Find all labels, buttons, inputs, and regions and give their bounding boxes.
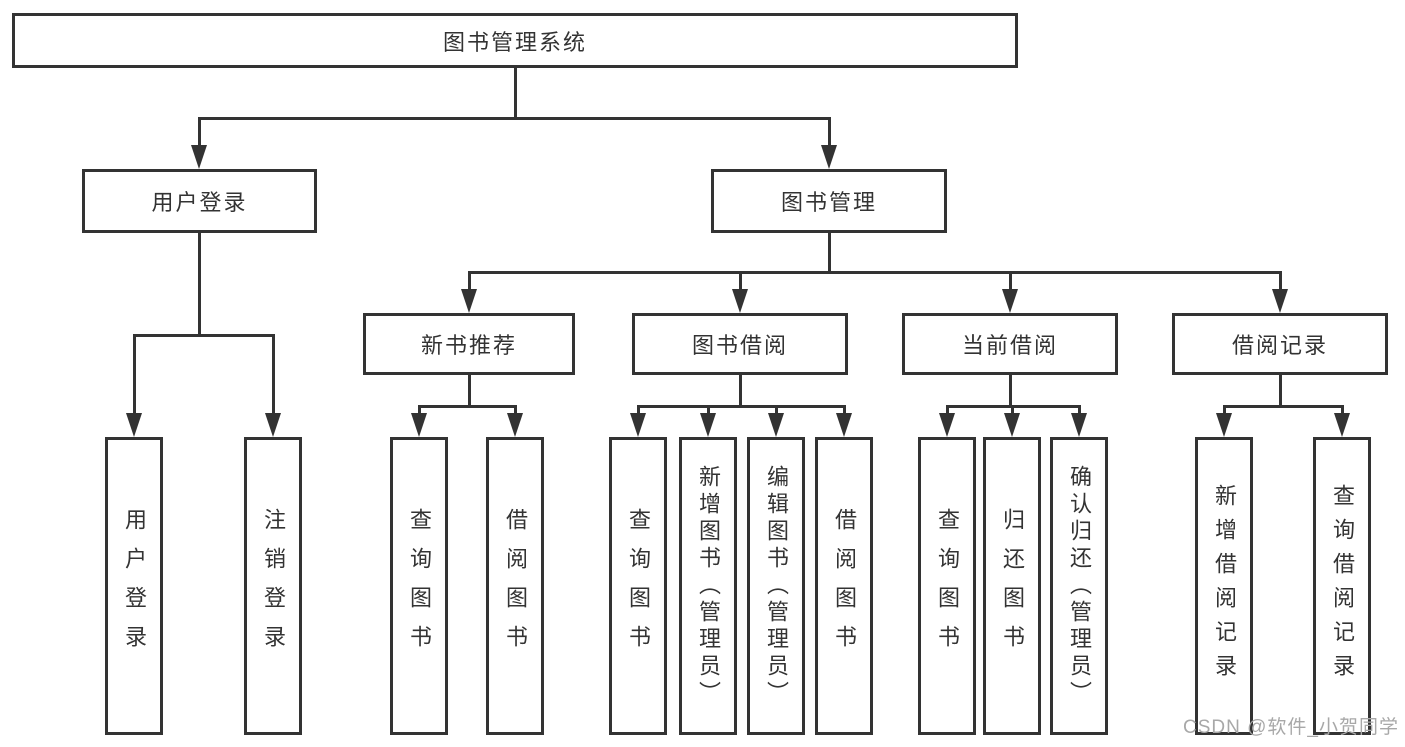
arrowhead-down-icon (836, 413, 852, 437)
node-book-borrow: 图书借阅 (632, 313, 848, 375)
connector-line (1008, 272, 1012, 291)
node-label: 查询图书 (626, 508, 651, 664)
leaf-current-confirm-return-admin: 确认归还（管理员） (1050, 437, 1108, 735)
arrowhead-down-icon (1216, 413, 1232, 437)
node-label: 图书管理 (780, 190, 877, 215)
node-label: 借阅图书 (832, 508, 857, 664)
connector-line (467, 272, 471, 291)
connector-line (738, 375, 742, 408)
connector-line (774, 406, 778, 415)
arrowhead-down-icon (821, 145, 837, 169)
node-label: 查询图书 (935, 508, 960, 664)
leaf-borrow-borrow-books: 借阅图书 (815, 437, 873, 735)
arrowhead-down-icon (191, 145, 207, 169)
connector-line (1278, 375, 1282, 408)
node-label: 查询借阅记录 (1330, 484, 1355, 688)
connector-line (827, 233, 831, 274)
leaf-current-query-books: 查询图书 (918, 437, 976, 735)
connector-line (738, 272, 742, 291)
leaf-borrow-edit-books-admin: 编辑图书（管理员） (747, 437, 805, 735)
connector-line (197, 116, 831, 120)
connector-line (827, 118, 831, 147)
node-label: 新书推荐 (420, 333, 517, 358)
leaf-records-add-borrow-record: 新增借阅记录 (1195, 437, 1253, 735)
node-book-management: 图书管理 (711, 169, 947, 233)
node-label: 新增图书（管理员） (696, 464, 721, 708)
connector-line (417, 404, 517, 408)
node-label: 归还图书 (1000, 508, 1025, 664)
arrowhead-down-icon (1002, 289, 1018, 313)
connector-line (1278, 272, 1282, 291)
node-current-borrow: 当前借阅 (902, 313, 1118, 375)
node-label: 用户登录 (122, 508, 147, 664)
connector-line (132, 333, 275, 337)
node-borrow-records: 借阅记录 (1172, 313, 1388, 375)
arrowhead-down-icon (411, 413, 427, 437)
arrowhead-down-icon (1272, 289, 1288, 313)
node-label: 查询图书 (407, 508, 432, 664)
leaf-recommend-query-books: 查询图书 (390, 437, 448, 735)
arrowhead-down-icon (939, 413, 955, 437)
node-label: 图书借阅 (691, 333, 788, 358)
connector-line (467, 270, 1282, 274)
node-label: 注销登录 (261, 508, 286, 664)
node-label: 新增借阅记录 (1212, 484, 1237, 688)
connector-line (467, 375, 471, 408)
connector-line (197, 118, 201, 147)
node-label: 借阅记录 (1231, 333, 1328, 358)
connector-line (842, 406, 846, 415)
connector-line (1008, 375, 1012, 408)
leaf-recommend-borrow-books: 借阅图书 (486, 437, 544, 735)
connector-line (636, 406, 640, 415)
arrowhead-down-icon (732, 289, 748, 313)
connector-line (945, 406, 949, 415)
arrowhead-down-icon (768, 413, 784, 437)
connector-line (636, 404, 846, 408)
leaf-records-query-borrow-record: 查询借阅记录 (1313, 437, 1371, 735)
connector-line (513, 406, 517, 415)
connector-line (513, 68, 517, 120)
node-label: 当前借阅 (961, 333, 1058, 358)
arrowhead-down-icon (265, 413, 281, 437)
arrowhead-down-icon (461, 289, 477, 313)
connector-line (197, 233, 201, 337)
arrowhead-down-icon (630, 413, 646, 437)
arrowhead-down-icon (1334, 413, 1350, 437)
arrowhead-down-icon (1004, 413, 1020, 437)
node-new-book-recommend: 新书推荐 (363, 313, 575, 375)
node-label: 借阅图书 (503, 508, 528, 664)
connector-line (1010, 406, 1014, 415)
leaf-current-return-books: 归还图书 (983, 437, 1041, 735)
leaf-logout: 注销登录 (244, 437, 302, 735)
node-label: 图书管理系统 (442, 29, 587, 55)
node-label: 用户登录 (151, 190, 248, 215)
arrowhead-down-icon (126, 413, 142, 437)
connector-line (417, 406, 421, 415)
arrowhead-down-icon (700, 413, 716, 437)
node-user-login: 用户登录 (82, 169, 317, 233)
connector-line (1222, 404, 1344, 408)
connector-line (1340, 406, 1344, 415)
connector-line (132, 335, 136, 415)
csdn-watermark: CSDN @软件_小贺同学 (1183, 717, 1399, 738)
node-library-management-system: 图书管理系统 (12, 13, 1018, 68)
arrowhead-down-icon (507, 413, 523, 437)
node-label: 确认归还（管理员） (1067, 464, 1092, 708)
arrowhead-down-icon (1071, 413, 1087, 437)
connector-line (1222, 406, 1226, 415)
node-label: 编辑图书（管理员） (764, 464, 789, 708)
connector-line (706, 406, 710, 415)
leaf-borrow-query-books: 查询图书 (609, 437, 667, 735)
leaf-user-login: 用户登录 (105, 437, 163, 735)
connector-line (271, 335, 275, 415)
leaf-borrow-add-books-admin: 新增图书（管理员） (679, 437, 737, 735)
connector-line (1077, 406, 1081, 415)
